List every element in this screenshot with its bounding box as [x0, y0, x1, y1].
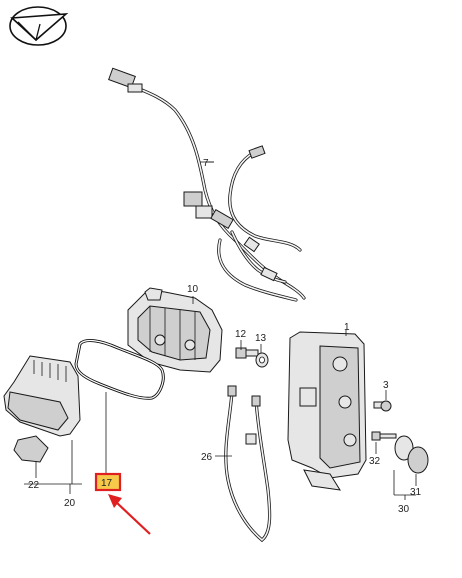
- handle-cap-22: [13, 435, 49, 463]
- highlighted-label-17[interactable]: 17: [94, 472, 122, 492]
- label-3: 3: [383, 380, 389, 391]
- label-30: 30: [398, 504, 410, 515]
- screw-3: [373, 400, 392, 412]
- cable-harness-7: [108, 67, 306, 302]
- pin-32: [371, 431, 397, 441]
- gasket-seal-17: [74, 339, 165, 400]
- label-7: 7: [203, 158, 209, 169]
- label-17: 17: [101, 478, 113, 489]
- door-module-frame-10: [127, 287, 223, 373]
- red-arrow-pointer: [108, 494, 151, 535]
- label-20: 20: [64, 498, 76, 509]
- label-10: 10: [187, 284, 199, 295]
- washer-13: [255, 352, 269, 368]
- leader-lines: [24, 161, 417, 500]
- paper-plane-logo: [9, 6, 69, 46]
- bolt-12: [235, 347, 259, 359]
- label-1: 1: [344, 322, 350, 333]
- label-22: 22: [28, 480, 40, 491]
- label-26: 26: [201, 452, 213, 463]
- bowden-cable-26: [224, 385, 272, 543]
- cover-disc-31: [394, 435, 429, 474]
- label-32: 32: [369, 456, 381, 467]
- door-lock-1: [287, 331, 367, 491]
- label-12: 12: [235, 329, 247, 340]
- label-31: 31: [410, 487, 422, 498]
- door-handle-20: [3, 355, 81, 463]
- label-13: 13: [255, 333, 267, 344]
